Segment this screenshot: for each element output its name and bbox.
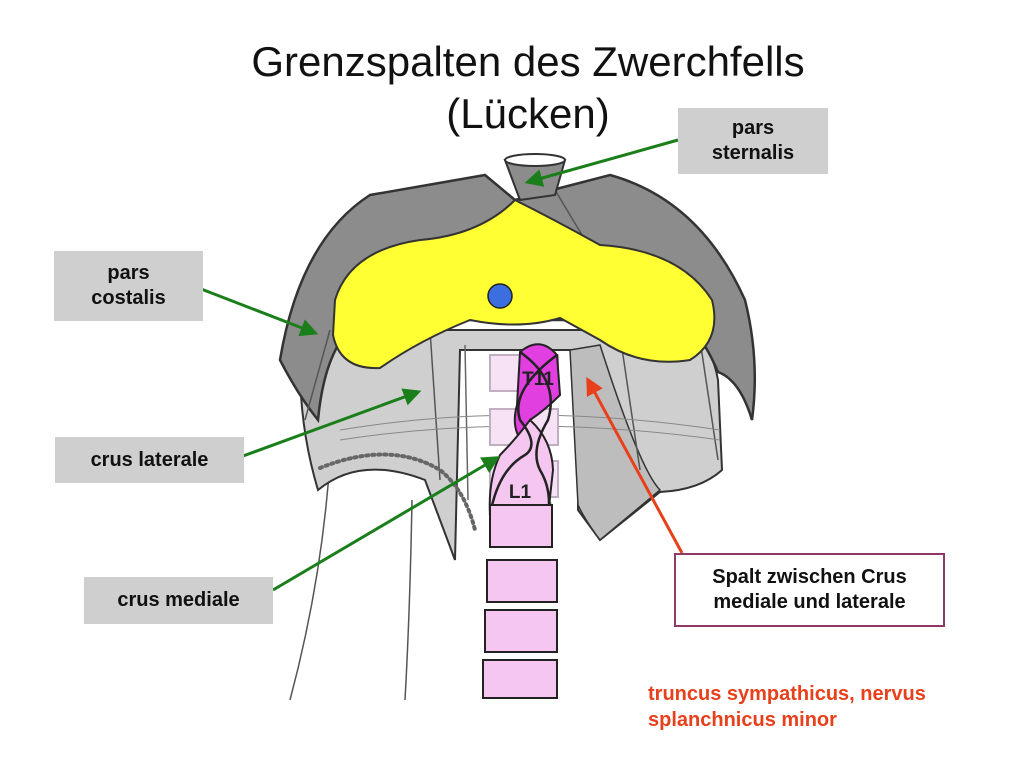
muscle-fiber-line <box>699 339 719 461</box>
label-crus-laterale: crus laterale <box>55 437 244 483</box>
vertebra-label-l1: L1 <box>509 482 532 503</box>
label-spalt-line2: mediale und laterale <box>713 591 906 613</box>
slide-title: Grenzspalten des Zwerchfells (Lücken) <box>200 36 856 140</box>
muscle-fiber-line <box>429 329 441 481</box>
arrow-spalt <box>586 376 684 554</box>
label-pars-costalis-line1: pars <box>107 262 150 284</box>
vertebra-label-t11: T11 <box>522 369 554 390</box>
vertebra-body <box>482 659 558 699</box>
body-wall-line-left-inner <box>404 499 413 701</box>
label-pars-sternalis-line1: pars <box>731 117 775 139</box>
note-truncus-sympathicus: truncus sympathicus, nervus splanchnicus… <box>648 681 1008 733</box>
label-spalt-line1: Spalt zwischen Crus <box>712 566 907 588</box>
arrow-pars-costalis <box>195 285 319 337</box>
central-tendon <box>331 198 716 370</box>
label-pars-costalis: pars costalis <box>54 251 203 321</box>
note-line2: splanchnicus minor <box>648 709 837 731</box>
label-crus-laterale-text: crus laterale <box>90 448 209 471</box>
pars-sternalis-top <box>504 153 566 167</box>
label-spalt: Spalt zwischen Crus mediale und laterale <box>674 553 945 627</box>
muscle-fiber-line <box>554 189 586 241</box>
vertebra-body <box>489 504 553 548</box>
spine-band-magenta <box>513 343 562 448</box>
arrow-crus-laterale <box>242 388 422 458</box>
note-line1: truncus sympathicus, nervus <box>648 683 926 705</box>
slide-title-line2: (Lücken) <box>446 90 610 137</box>
label-pars-sternalis-line2: sternalis <box>711 142 795 164</box>
label-pars-sternalis: pars sternalis <box>678 108 828 174</box>
label-pars-costalis-line2: costalis <box>91 287 166 309</box>
foramen-venae-cavae <box>487 283 513 309</box>
muscle-fiber-line <box>304 329 331 421</box>
arrow-pars-sternalis <box>524 138 679 187</box>
label-crus-mediale-text: crus mediale <box>117 589 240 611</box>
vertebra-body <box>484 609 558 653</box>
body-wall-line-left-outer <box>289 459 331 701</box>
spine-band-twist <box>519 350 552 516</box>
dotted-outline-left <box>318 452 477 532</box>
arrow-crus-mediale <box>272 456 501 592</box>
spine-band-twist <box>488 353 558 516</box>
label-crus-mediale: crus mediale <box>84 577 273 624</box>
vertebra-body <box>486 559 558 603</box>
muscle-fiber-line <box>619 334 641 471</box>
slide-title-line1: Grenzspalten des Zwerchfells <box>251 38 805 85</box>
